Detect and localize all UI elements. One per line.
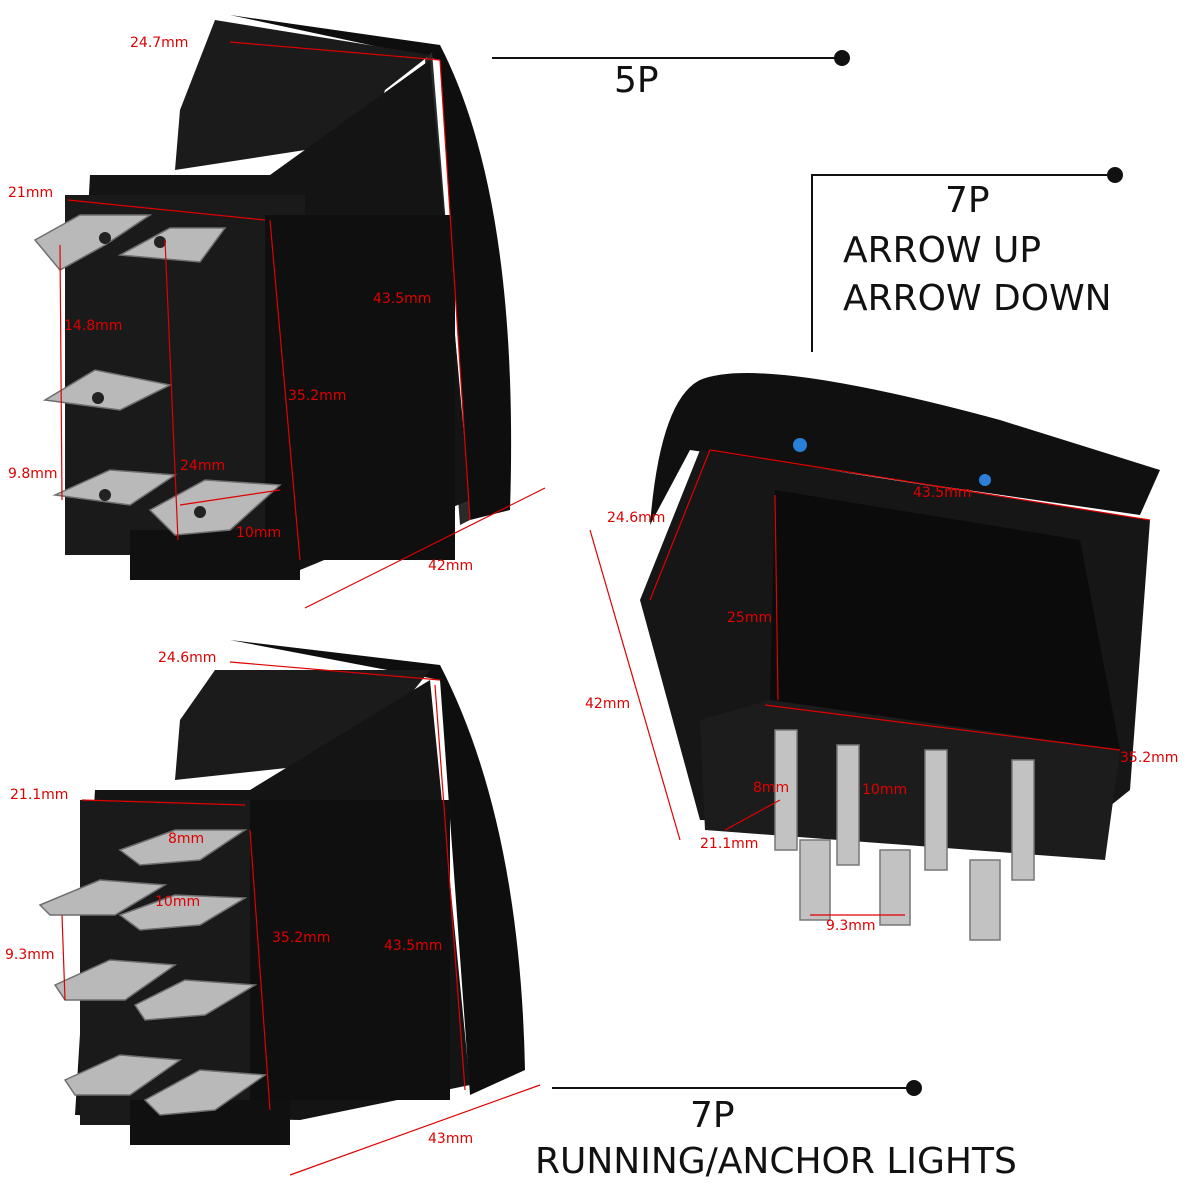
- caption-leader-7p-arrow: [811, 167, 1123, 352]
- dim-5p-width-side: 21mm: [8, 185, 53, 201]
- dim-7p-arrow-pin-b: 10mm: [862, 782, 907, 798]
- dim-7p-lights-pin-spacing: 9.3mm: [5, 947, 55, 963]
- caption-arrow-up: ARROW UP: [843, 230, 1041, 271]
- dim-7p-lights-height-full: 43.5mm: [384, 938, 442, 954]
- caption-5p-title: 5P: [614, 60, 659, 101]
- dim-7p-arrow-pin-a: 8mm: [753, 780, 789, 796]
- dim-5p-height-full: 43.5mm: [373, 291, 431, 307]
- dim-7p-lights-depth: 43mm: [428, 1131, 473, 1147]
- caption-7p-arrow-title: 7P: [945, 180, 990, 221]
- caption-7p-lights-title: 7P: [690, 1095, 735, 1136]
- dim-7p-arrow-length-top: 43.5mm: [913, 485, 971, 501]
- dim-7p-arrow-depth: 42mm: [585, 696, 630, 712]
- dim-5p-height-body: 35.2mm: [288, 388, 346, 404]
- caption-leader-5p: [492, 50, 850, 66]
- dim-7p-lights-width-side: 21.1mm: [10, 787, 68, 803]
- dim-7p-lights-pin-a: 8mm: [168, 831, 204, 847]
- caption-running-anchor: RUNNING/ANCHOR LIGHTS: [535, 1141, 1017, 1182]
- dim-5p-pin-spacing-b: 9.8mm: [8, 466, 58, 482]
- dim-5p-pin-spacing-a: 14.8mm: [64, 318, 122, 334]
- caption-arrow-down: ARROW DOWN: [843, 278, 1112, 319]
- switch-5p: [33, 15, 512, 580]
- dim-7p-arrow-width-top: 24.6mm: [607, 510, 665, 526]
- dim-5p-width-top: 24.7mm: [130, 35, 188, 51]
- dim-7p-lights-height-body: 35.2mm: [272, 930, 330, 946]
- dim-7p-arrow-width-side: 21.1mm: [700, 836, 758, 852]
- dim-5p-pin-width: 24mm: [180, 458, 225, 474]
- dim-7p-arrow-length-body: 35.2mm: [1120, 750, 1178, 766]
- dim-5p-depth: 42mm: [428, 558, 473, 574]
- dim-7p-lights-pin-b: 10mm: [155, 894, 200, 910]
- dim-7p-lights-width-top: 24.6mm: [158, 650, 216, 666]
- dim-7p-arrow-body-depth: 25mm: [727, 610, 772, 626]
- switch-7p-arrow: [589, 373, 1160, 941]
- caption-leader-7p-lights: [552, 1080, 922, 1096]
- switch-7p-lights: [38, 640, 541, 1176]
- dim-5p-pin-short: 10mm: [236, 525, 281, 541]
- dim-7p-arrow-pin-spacing: 9.3mm: [826, 918, 876, 934]
